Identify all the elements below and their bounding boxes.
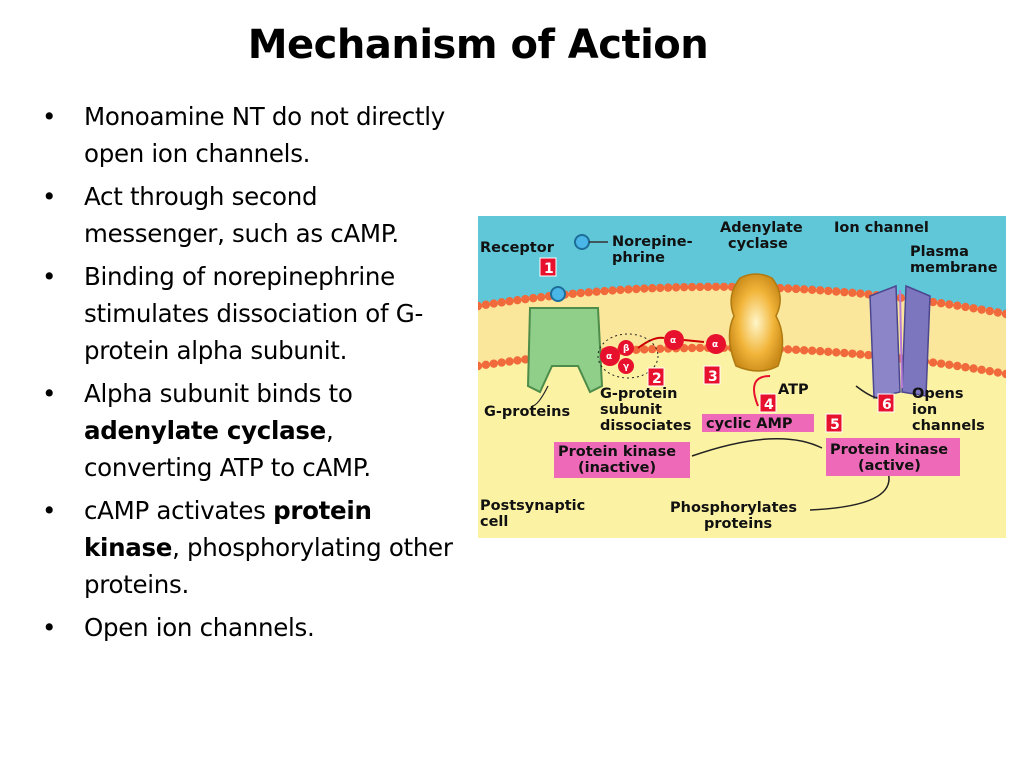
bullet-text: , converting ATP to cAMP. bbox=[84, 416, 371, 482]
bullet-dot-icon: • bbox=[42, 182, 57, 211]
svg-text:channels: channels bbox=[912, 418, 985, 434]
svg-text:2: 2 bbox=[652, 371, 662, 387]
pk-active-box bbox=[826, 438, 960, 476]
ion-channel-left bbox=[869, 284, 901, 399]
step-4: 4 bbox=[759, 393, 777, 413]
svg-text:6: 6 bbox=[882, 397, 892, 413]
bullet-item: • Open ion channels. bbox=[40, 609, 460, 646]
bullet-emphasis: protein kinase bbox=[84, 496, 372, 562]
svg-text:3: 3 bbox=[708, 369, 718, 385]
step-1: 1 bbox=[539, 257, 557, 277]
svg-text:α: α bbox=[712, 340, 718, 350]
bullet-item: • Act through second messenger, such as c… bbox=[40, 178, 460, 252]
bullet-item: • Monoamine NT do not directly open ion c… bbox=[40, 98, 460, 172]
svg-text:subunit: subunit bbox=[600, 402, 662, 418]
svg-text:proteins: proteins bbox=[704, 516, 772, 532]
svg-text:Protein kinase: Protein kinase bbox=[558, 444, 676, 460]
svg-text:G-protein: G-protein bbox=[600, 386, 677, 402]
step-2: 2 bbox=[647, 367, 665, 387]
svg-text:cell: cell bbox=[480, 514, 508, 530]
g-gamma-subunit bbox=[618, 358, 634, 374]
bullet-item: • cAMP activates protein kinase, phosphor… bbox=[40, 492, 460, 603]
bullet-dot-icon: • bbox=[42, 102, 57, 131]
pk-inactive-box bbox=[554, 442, 690, 478]
bullet-text: Monoamine NT do not directly open ion ch… bbox=[84, 102, 445, 168]
bullet-dot-icon: • bbox=[42, 613, 57, 642]
svg-text:Adenylate: Adenylate bbox=[720, 220, 803, 236]
svg-text:phrine: phrine bbox=[612, 250, 665, 266]
step-3: 3 bbox=[703, 365, 721, 385]
bullet-list: • Monoamine NT do not directly open ion c… bbox=[40, 98, 460, 652]
svg-text:Protein kinase: Protein kinase bbox=[830, 442, 948, 458]
svg-text:(inactive): (inactive) bbox=[578, 460, 656, 476]
camp-mechanism-figure: α β γ α α Receptor Norepine- phrine Aden… bbox=[478, 216, 1006, 538]
svg-text:Opens: Opens bbox=[912, 386, 964, 402]
svg-text:ATP: ATP bbox=[778, 382, 809, 398]
bullet-text: Open ion channels. bbox=[84, 613, 315, 642]
svg-text:cyclic AMP: cyclic AMP bbox=[706, 416, 793, 432]
svg-text:Norepine-: Norepine- bbox=[612, 234, 693, 250]
bullet-text: Binding of norepinephrine stimulates dis… bbox=[84, 262, 424, 365]
bullet-dot-icon: • bbox=[42, 262, 57, 291]
bullet-text: Act through second messenger, such as cA… bbox=[84, 182, 399, 248]
svg-text:dissociates: dissociates bbox=[600, 418, 691, 434]
svg-text:α: α bbox=[606, 352, 612, 362]
bullet-text: cAMP activates bbox=[84, 496, 274, 525]
svg-text:membrane: membrane bbox=[910, 260, 998, 276]
step-6: 6 bbox=[877, 393, 895, 413]
bullet-emphasis: adenylate cyclase bbox=[84, 416, 326, 445]
g-alpha-subunit bbox=[600, 346, 620, 366]
svg-text:α: α bbox=[670, 336, 676, 346]
receptor-shape bbox=[526, 307, 604, 394]
g-alpha-bound bbox=[706, 334, 726, 354]
step-5: 5 bbox=[825, 413, 843, 433]
svg-text:G-proteins: G-proteins bbox=[484, 404, 570, 420]
svg-text:4: 4 bbox=[764, 397, 774, 413]
norepinephrine-bound bbox=[550, 286, 566, 302]
svg-text:Plasma: Plasma bbox=[910, 244, 969, 260]
bullet-item: • Binding of norepinephrine stimulates di… bbox=[40, 258, 460, 369]
adenylate-cyclase-shape bbox=[728, 273, 784, 372]
bullet-text: Alpha subunit binds to bbox=[84, 379, 353, 408]
svg-text:(active): (active) bbox=[858, 458, 921, 474]
svg-text:Phosphorylates: Phosphorylates bbox=[670, 500, 797, 516]
ion-channel-right bbox=[901, 284, 931, 397]
slide-title: Mechanism of Action bbox=[247, 22, 709, 68]
svg-text:β: β bbox=[623, 344, 630, 354]
bullet-text: , phosphorylating other proteins. bbox=[84, 533, 453, 599]
g-alpha-dissociated bbox=[664, 330, 684, 350]
svg-text:ion: ion bbox=[912, 402, 937, 418]
label-ion-channel: Ion channel bbox=[834, 220, 929, 236]
svg-text:5: 5 bbox=[830, 417, 840, 433]
bullet-item: • Alpha subunit binds to adenylate cyclas… bbox=[40, 375, 460, 486]
bullet-dot-icon: • bbox=[42, 496, 57, 525]
svg-text:cyclase: cyclase bbox=[728, 236, 788, 252]
norepinephrine-free bbox=[574, 234, 590, 250]
svg-text:γ: γ bbox=[623, 362, 629, 372]
svg-text:Postsynaptic: Postsynaptic bbox=[480, 498, 585, 514]
svg-text:1: 1 bbox=[544, 261, 554, 277]
bullet-dot-icon: • bbox=[42, 379, 57, 408]
camp-label-box bbox=[702, 414, 814, 432]
g-beta-subunit bbox=[618, 340, 634, 356]
label-receptor: Receptor bbox=[480, 240, 555, 256]
